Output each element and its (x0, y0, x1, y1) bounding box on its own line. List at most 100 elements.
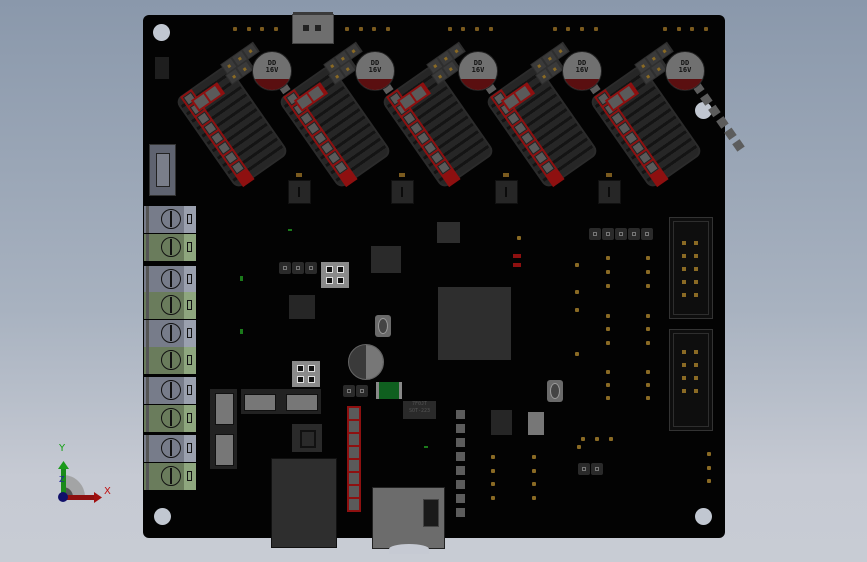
solder-pad (532, 455, 536, 459)
screw-icon (161, 295, 181, 315)
red-smd (513, 263, 521, 267)
header-pin (694, 280, 698, 284)
solder-pad (577, 445, 581, 449)
cap-label: DD 16V (368, 59, 382, 74)
top-connector (292, 12, 334, 44)
screw-icon (161, 438, 181, 458)
mosfet (495, 173, 518, 204)
solder-pad (532, 469, 536, 473)
header-pin (489, 27, 493, 31)
solder-pad (581, 437, 585, 441)
jumper-block (292, 361, 320, 387)
screw-icon (161, 380, 181, 400)
screw-icon (161, 408, 181, 428)
solder-pad (575, 290, 579, 294)
solder-pad (646, 370, 650, 374)
status-led (288, 229, 292, 231)
header-pin (682, 376, 686, 380)
component-pad (528, 412, 544, 435)
screw-terminal (144, 320, 196, 347)
header-pin (694, 254, 698, 258)
solder-pad (575, 308, 579, 312)
header-pin (553, 27, 557, 31)
header-pin (372, 27, 376, 31)
stepper-driver (584, 41, 745, 190)
reset-button[interactable] (375, 315, 391, 337)
screw-terminal (144, 206, 196, 233)
pad-column (456, 410, 466, 517)
header-pin (694, 241, 698, 245)
solder-pad (532, 482, 536, 486)
driver-ic (289, 295, 315, 319)
exp1-header (669, 217, 713, 319)
mounting-hole-bottom-left (154, 508, 171, 525)
solder-pad (491, 496, 495, 500)
screw-icon (161, 466, 181, 486)
solder-pad (609, 437, 613, 441)
x-axis-arrowhead (94, 492, 102, 503)
exp2-header (669, 329, 713, 431)
mosfet (391, 173, 414, 204)
screw-terminal (144, 405, 196, 432)
solder-pad (491, 482, 495, 486)
solder-pad (707, 466, 711, 470)
header-pin (694, 376, 698, 380)
mounting-hole-top-right (695, 102, 712, 119)
y-axis-arrow (61, 467, 66, 497)
screw-terminal (144, 463, 196, 490)
fuse (376, 382, 402, 399)
pin-header (279, 262, 317, 274)
screw-icon (161, 350, 181, 370)
cap-label: DD 16V (265, 59, 279, 74)
ic-chip (491, 410, 512, 435)
header-pin (247, 27, 251, 31)
axis-triad-graphic (58, 461, 102, 503)
axis-triad: Y X Z (58, 443, 118, 507)
pin-header (589, 228, 653, 240)
header-pin (448, 27, 452, 31)
solder-pad (491, 455, 495, 459)
user-button[interactable] (547, 380, 563, 402)
header-pin (682, 280, 686, 284)
header-pin (682, 293, 686, 297)
solder-pad (532, 496, 536, 500)
header-pin (386, 27, 390, 31)
mosfet (288, 173, 311, 204)
red-smd (513, 254, 521, 258)
cap-band (459, 78, 497, 90)
solder-pad (646, 327, 650, 331)
header-pin (461, 27, 465, 31)
electrolytic-capacitor: DD 16V (665, 51, 705, 91)
solder-pad (575, 263, 579, 267)
solder-pad (606, 370, 610, 374)
y-axis-label: Y (59, 443, 66, 454)
screw-icon (161, 209, 181, 229)
header-pin (682, 389, 686, 393)
solder-pad (517, 236, 521, 240)
header-pin (260, 27, 264, 31)
cap-band (253, 78, 291, 90)
x-axis-arrow (63, 495, 95, 500)
cap-band (356, 78, 394, 90)
sd-card-slot (372, 487, 445, 554)
electrolytic-capacitor: DD 16V (252, 51, 292, 91)
voltage-regulator: 7F0JT SOT-223 (403, 401, 436, 419)
header-pin (694, 267, 698, 271)
header-pin (345, 27, 349, 31)
pin-header (578, 463, 603, 475)
solder-pad (646, 314, 650, 318)
solder-pad (606, 284, 610, 288)
solder-pad (646, 396, 650, 400)
usb-connector (271, 458, 337, 548)
header-pin (580, 27, 584, 31)
ic-chip (292, 424, 322, 452)
header-pin (677, 27, 681, 31)
cap-band (563, 78, 601, 90)
header-pin (566, 27, 570, 31)
screw-icon (161, 323, 181, 343)
screw-terminal (144, 377, 196, 404)
screw-terminal (144, 292, 196, 319)
solder-pad (606, 396, 610, 400)
solder-pad (606, 327, 610, 331)
screw-terminal (144, 266, 196, 293)
